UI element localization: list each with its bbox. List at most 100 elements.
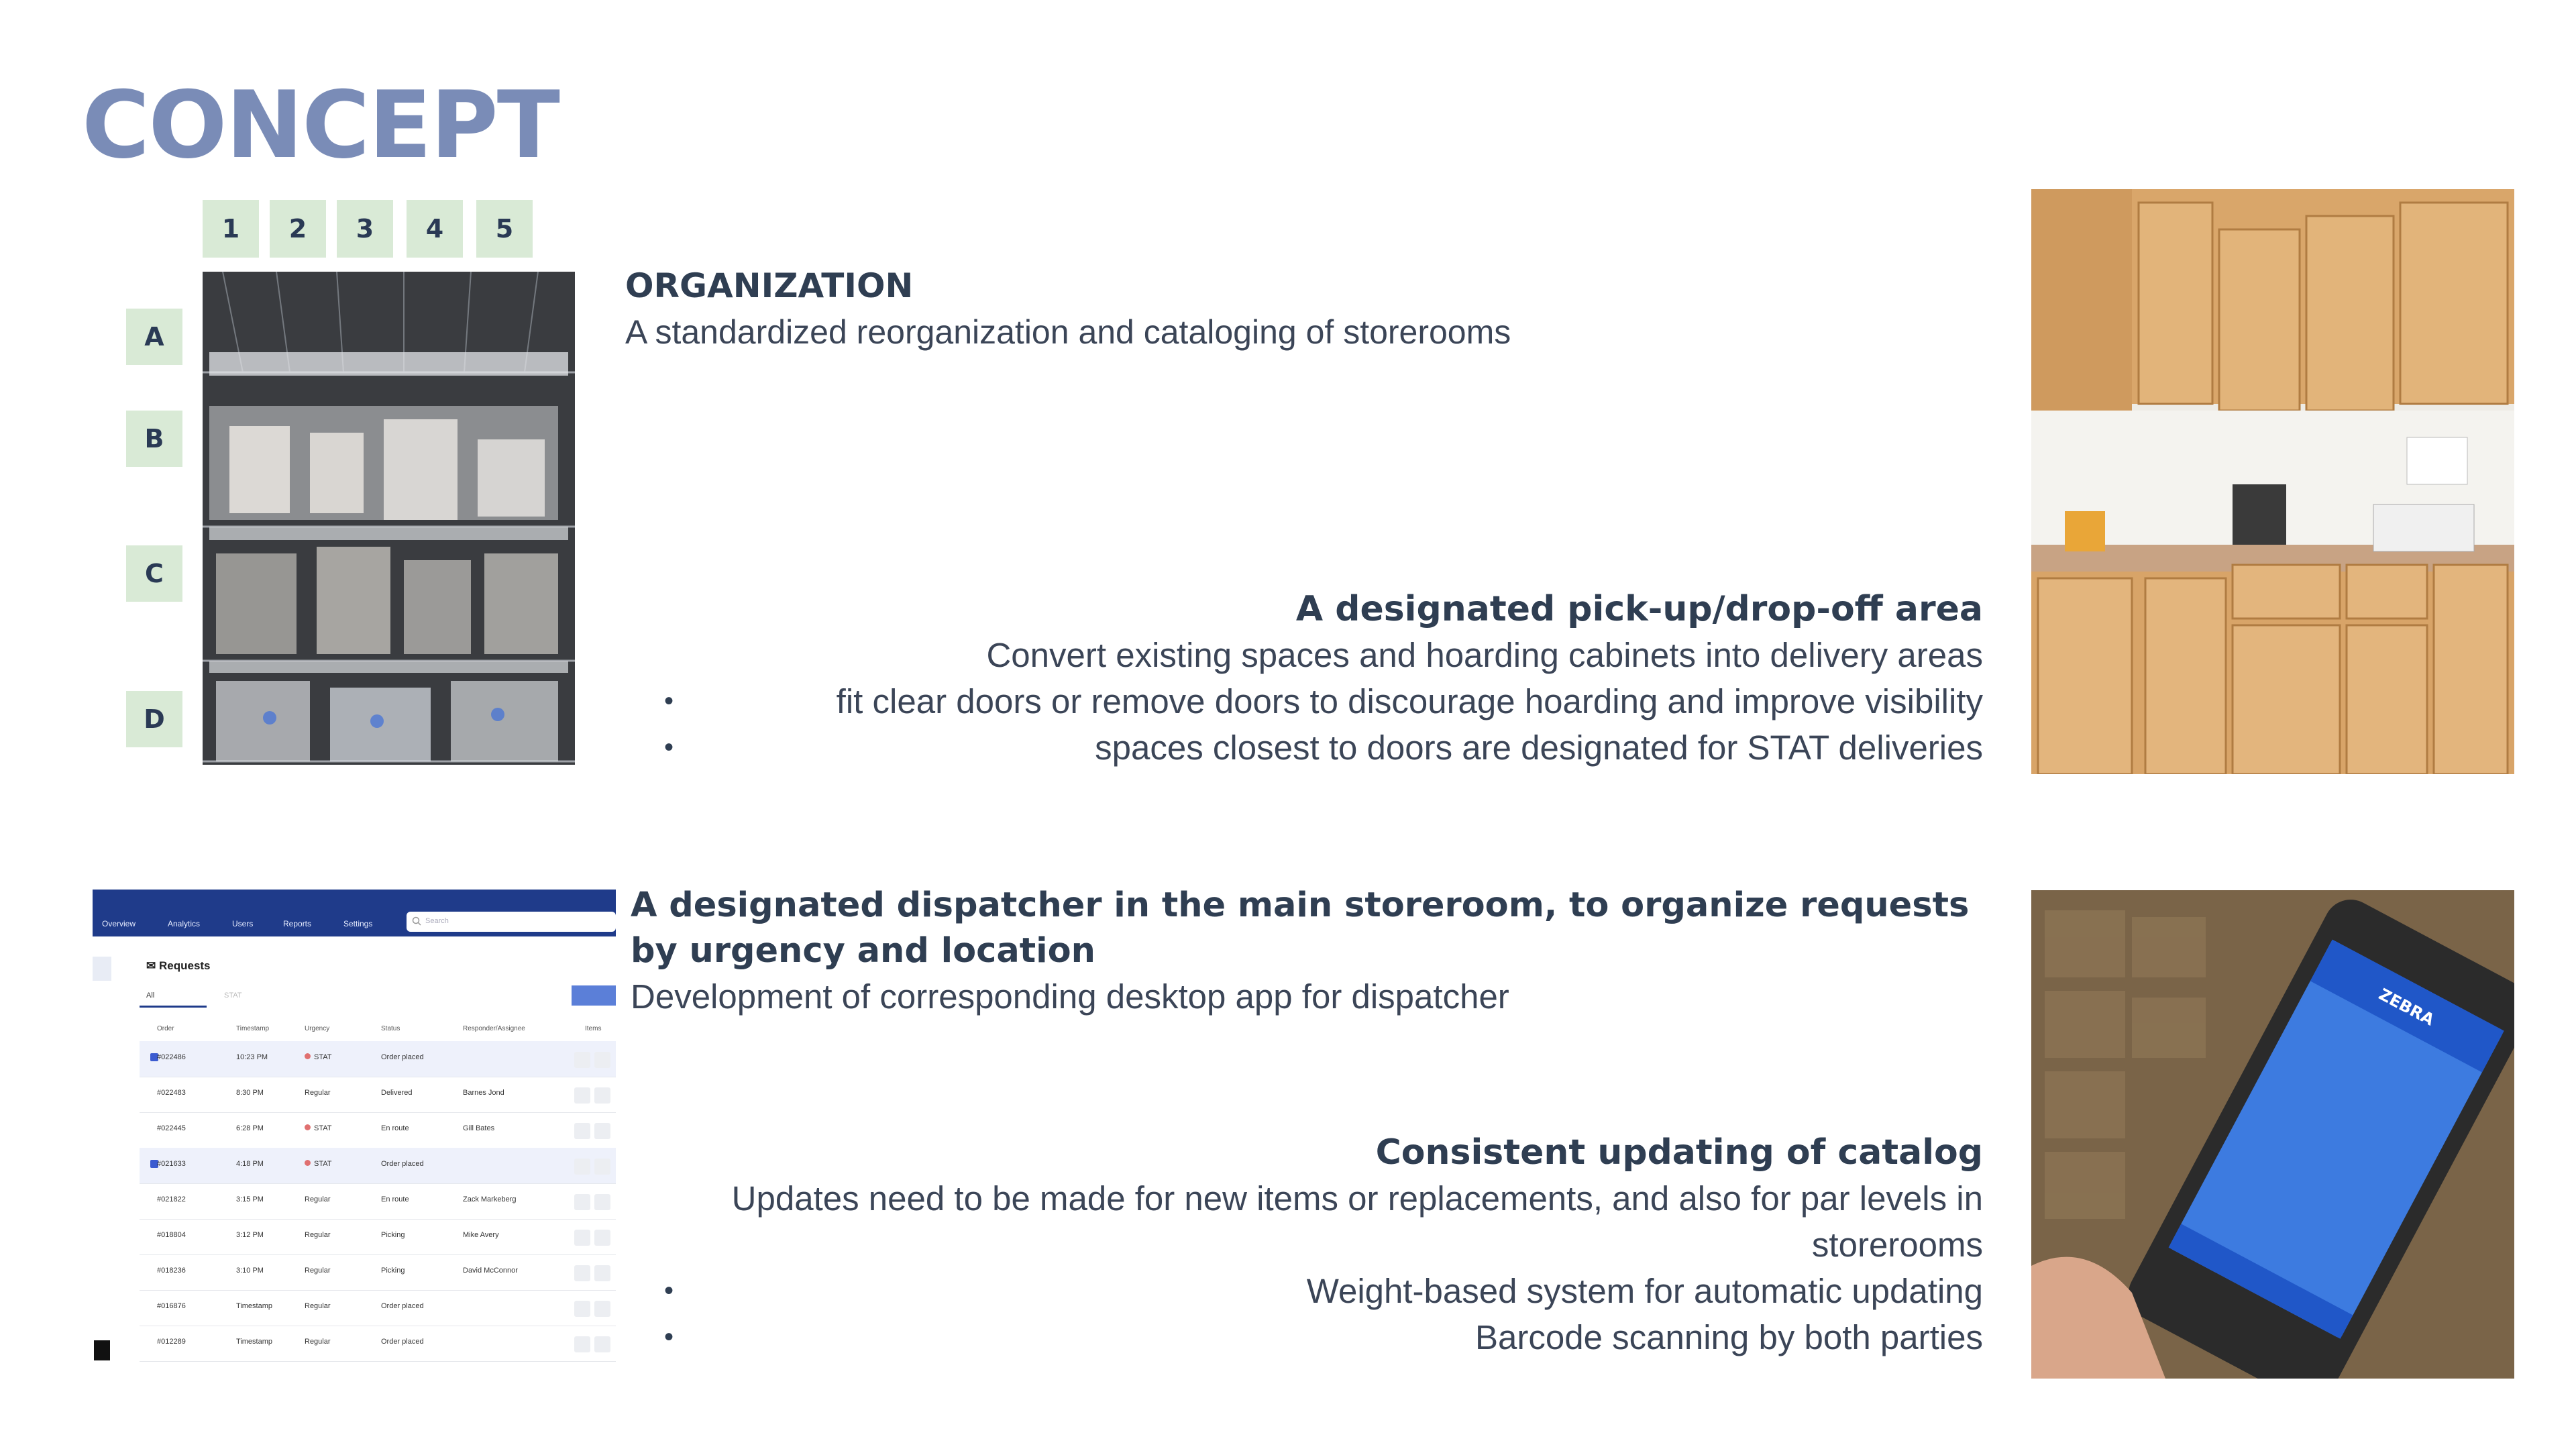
table-row[interactable]: #022483 8:30 PM Regular Delivered Barnes Jon… — [140, 1077, 616, 1113]
status-text: Order placed — [381, 1053, 424, 1061]
search-icon — [412, 916, 421, 926]
action-button[interactable] — [572, 985, 616, 1006]
delivery-area-cabinet-photo — [2031, 189, 2514, 774]
barcode-scanner-photo: ZEBRA — [2031, 890, 2514, 1379]
cell-time: 4:18 PM — [236, 1160, 264, 1169]
order-text: #022445 — [157, 1124, 186, 1132]
cell-status: Picking — [381, 1267, 435, 1275]
cell-time: 3:15 PM — [236, 1195, 264, 1204]
item-thumbnail[interactable] — [574, 1194, 590, 1210]
cell-order: #022483 — [157, 1089, 186, 1097]
nav-item[interactable]: Reports — [283, 919, 312, 928]
nav-item[interactable]: Settings — [343, 919, 373, 928]
cell-order: #018236 — [157, 1267, 186, 1275]
pickup-bullet: fit clear doors or remove doors to disco… — [836, 682, 1983, 720]
urgency-text: Regular — [305, 1267, 331, 1275]
item-thumbnail[interactable] — [594, 1052, 610, 1068]
item-thumbnail[interactable] — [574, 1087, 590, 1104]
urgency-text: Regular — [305, 1231, 331, 1239]
grid-column-label: 3 — [337, 200, 393, 258]
pickup-bullet: spaces closest to doors are designated f… — [1095, 729, 1983, 767]
cell-assignee: Mike Avery — [463, 1231, 499, 1240]
row-checkbox[interactable] — [150, 1053, 158, 1061]
row-checkbox[interactable] — [150, 1160, 158, 1168]
cell-assignee: Barnes Jond — [463, 1089, 504, 1097]
item-thumbnail[interactable] — [594, 1087, 610, 1104]
time-text: 3:12 PM — [236, 1231, 264, 1239]
item-thumbnail[interactable] — [594, 1194, 610, 1210]
nav-item[interactable]: Overview — [102, 919, 136, 928]
item-thumbnail[interactable] — [594, 1265, 610, 1281]
order-text: #022486 — [157, 1053, 186, 1061]
item-thumbnail[interactable] — [574, 1123, 590, 1139]
column-header: Responder/Assignee — [463, 1025, 525, 1032]
item-thumbnail[interactable] — [574, 1265, 590, 1281]
cell-time: 10:23 PM — [236, 1053, 268, 1062]
pickup-heading: A designated pick-up/drop-off area — [1295, 589, 1983, 629]
tab-stat[interactable]: STAT — [224, 991, 242, 1000]
search-placeholder: Search — [425, 917, 449, 925]
cell-urgency: Regular — [305, 1302, 331, 1311]
cell-time: 8:30 PM — [236, 1089, 264, 1097]
item-thumbnail[interactable] — [574, 1230, 590, 1246]
time-text: 4:18 PM — [236, 1160, 264, 1168]
urgency-text: Regular — [305, 1338, 331, 1346]
inbox-icon: ✉ — [146, 959, 156, 972]
time-text: 3:10 PM — [236, 1267, 264, 1275]
assignee-text: Gill Bates — [463, 1124, 495, 1132]
catalog-bullet: Barcode scanning by both parties — [1475, 1318, 1983, 1356]
item-thumbnail[interactable] — [574, 1336, 590, 1352]
tab-all[interactable]: All — [146, 991, 155, 1000]
item-thumbnail[interactable] — [574, 1159, 590, 1175]
item-thumbnail[interactable] — [594, 1159, 610, 1175]
requests-title: ✉ Requests — [146, 959, 211, 973]
cell-assignee: Zack Markeberg — [463, 1195, 516, 1204]
cell-urgency: Regular — [305, 1195, 331, 1204]
item-thumbnail[interactable] — [594, 1230, 610, 1246]
cell-time: 6:28 PM — [236, 1124, 264, 1133]
cell-urgency: Regular — [305, 1231, 331, 1240]
urgency-text: Regular — [305, 1195, 331, 1203]
dispatcher-app-screenshot: Overview Analytics Users Reports Setting… — [93, 890, 616, 1378]
order-text: #022483 — [157, 1089, 186, 1097]
item-thumbnail[interactable] — [594, 1123, 610, 1139]
cell-urgency: Regular — [305, 1267, 331, 1275]
nav-item[interactable]: Users — [232, 919, 254, 928]
bullet-icon: • — [664, 686, 674, 716]
cell-order: #021822 — [157, 1195, 186, 1204]
column-header: Urgency — [305, 1025, 330, 1032]
cell-time: Timestamp — [236, 1338, 272, 1346]
grid-row-label: C — [126, 545, 182, 602]
item-thumbnail[interactable] — [594, 1301, 610, 1317]
search-input[interactable]: Search — [407, 912, 616, 932]
sidebar-item[interactable] — [93, 957, 111, 981]
app-navbar: Overview Analytics Users Reports Setting… — [93, 890, 616, 936]
grid-column-label: 1 — [203, 200, 259, 258]
column-header: Items — [585, 1025, 602, 1032]
stat-indicator-icon — [305, 1160, 311, 1166]
bullet-icon: • — [664, 733, 674, 762]
stat-indicator-icon — [305, 1053, 311, 1059]
item-thumbnail[interactable] — [594, 1336, 610, 1352]
time-text: 10:23 PM — [236, 1053, 268, 1061]
grid-column-label: 2 — [270, 200, 326, 258]
order-text: #016876 — [157, 1302, 186, 1310]
urgency-text: Regular — [305, 1089, 331, 1097]
grid-row-label: B — [126, 411, 182, 467]
item-thumbnail[interactable] — [574, 1301, 590, 1317]
time-text: 3:15 PM — [236, 1195, 264, 1203]
cell-status: Delivered — [381, 1089, 435, 1097]
nav-item[interactable]: Analytics — [168, 919, 201, 928]
item-thumbnail[interactable] — [574, 1052, 590, 1068]
cell-assignee: Gill Bates — [463, 1124, 494, 1133]
dispatcher-heading: A designated dispatcher in the main stor… — [631, 885, 1970, 971]
cell-status: Order placed — [381, 1160, 435, 1169]
